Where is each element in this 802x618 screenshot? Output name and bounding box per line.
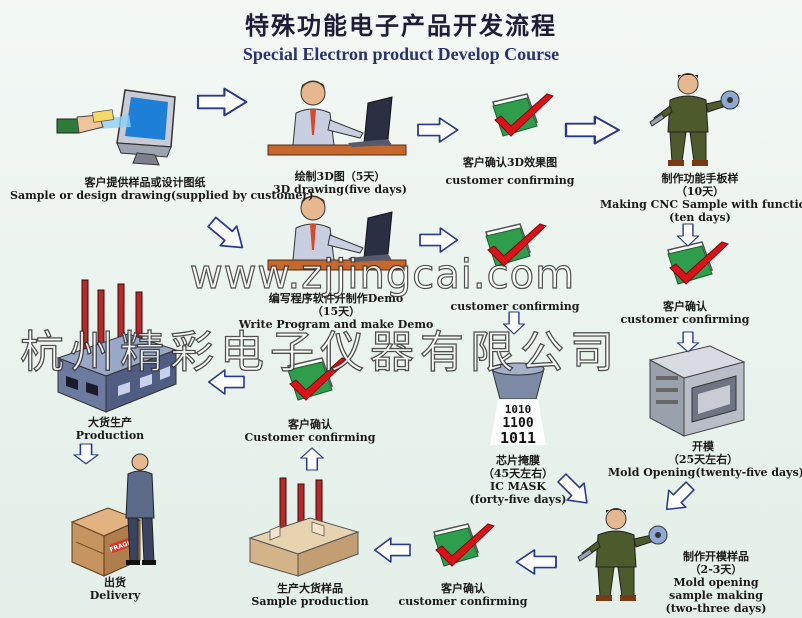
step-sample-production-en: Sample production: [251, 595, 369, 608]
checkmark-icon: [485, 223, 547, 267]
step-confirm-demo-label: customer confirming: [440, 300, 590, 313]
arrow-left-icon: [515, 549, 557, 575]
mechanic-icon: [649, 73, 740, 166]
step-mold-opening-days: （25天左右）: [667, 453, 739, 466]
step-cnc-sample-en: Making CNC Sample with function: [600, 198, 802, 211]
title-en: Special Electron product Develop Course: [242, 44, 560, 64]
step-mold-sample-en3: (two-three days): [665, 602, 767, 615]
small-factory-icon: [248, 477, 360, 577]
step-sample-production-label: 生产大货样品 Sample production: [240, 582, 380, 608]
checkmark-icon: [667, 241, 729, 285]
arrow-right-icon: [196, 87, 248, 117]
arrow-right-icon: [417, 117, 459, 143]
step-production-label: 大货生产 Production: [60, 416, 160, 442]
step-confirm-mold-cn: 客户确认: [288, 418, 332, 431]
step-cnc-sample-en2: (ten days): [669, 211, 731, 224]
step-demo-en: Write Program and make Demo: [238, 318, 434, 331]
arrow-down-left-icon: [657, 476, 700, 519]
step-mold-opening-en: Mold Opening(twenty-five days): [608, 466, 802, 479]
step-mold-opening-label: 开模 （25天左右） Mold Opening(twenty-five days…: [608, 440, 802, 479]
step-confirm-mold-en: Customer confirming: [244, 431, 376, 444]
checkmark-icon: [287, 357, 349, 401]
step-ic-mask-days: （45天左右）: [482, 467, 554, 480]
ic-binary-line-3: 1011: [500, 429, 536, 447]
step-3d-drawing-cn: 绘制3D图（5天）: [294, 170, 386, 183]
monitor-hand-icon: [56, 89, 176, 166]
step-supply-sample-cn: 客户提供样品或设计图纸: [84, 176, 206, 189]
step-supply-sample-en: Sample or design drawing(supplied by cus…: [10, 189, 314, 202]
step-delivery-label: 出货 Delivery: [70, 576, 160, 602]
large-factory-icon: [56, 279, 178, 413]
arrow-up-icon: [300, 447, 324, 471]
watermark-company: 杭州精彩电子仪器有限公司: [19, 326, 620, 378]
step-ic-mask-en2: (forty-five days): [469, 493, 567, 506]
step-mold-sample-days: （2-3天）: [689, 563, 743, 576]
step-mold-sample-label: 制作开模样品 （2-3天） Mold opening sample making…: [656, 550, 776, 615]
step-confirm-3d-en: customer confirming: [445, 174, 575, 187]
step-cnc-sample-label: 制作功能手板样 （10天） Making CNC Sample with fun…: [600, 172, 802, 224]
step-mold-opening-cn: 开模: [692, 440, 714, 453]
step-confirm-cnc-label: 客户确认 customer confirming: [610, 300, 760, 326]
step-confirm-sample-en: customer confirming: [398, 595, 528, 608]
mechanic-icon: [577, 508, 668, 601]
step-3d-drawing-label: 绘制3D图（5天） 3D drawing(five days): [260, 170, 420, 196]
step-production-cn: 大货生产: [88, 416, 132, 429]
step-cnc-sample-cn: 制作功能手板样: [661, 172, 739, 185]
title-cn: 特殊功能电子产品开发流程: [245, 11, 557, 40]
checkmark-icon: [433, 523, 495, 567]
ic-binary-line-2: 1100: [502, 416, 533, 431]
watermark-url: www.zjjingcai.com: [189, 251, 576, 298]
step-mold-sample-en2: sample making: [669, 589, 763, 602]
arrow-left-icon: [373, 537, 411, 563]
step-confirm-mold-label: 客户确认 Customer confirming: [240, 418, 380, 444]
designer-at-desk-icon: [267, 80, 407, 156]
arrow-down-icon: [676, 223, 700, 247]
programmer-at-desk-icon: [267, 195, 407, 271]
step-supply-sample-label: 客户提供样品或设计图纸 Sample or design drawing(sup…: [10, 176, 314, 202]
arrow-down-right-icon: [202, 211, 252, 259]
step-delivery-cn: 出货: [104, 576, 126, 589]
step-confirm-sample-cn: 客户确认: [441, 582, 485, 595]
ic-binary-line-1: 1010: [505, 403, 532, 416]
step-confirm-sample-label: 客户确认 customer confirming: [388, 582, 538, 608]
checkmark-icon: [492, 93, 554, 137]
step-confirm-3d-cn: 客户确认3D效果图: [462, 156, 558, 169]
arrow-right-icon: [564, 115, 620, 145]
step-cnc-sample-days: （10天）: [675, 185, 725, 198]
step-confirm-cnc-cn: 客户确认: [663, 300, 707, 313]
step-demo-label: 编写程序软件开制作Demo （15天） Write Program and ma…: [236, 292, 436, 331]
step-mold-sample-cn: 制作开模样品: [683, 550, 749, 563]
step-production-en: Production: [75, 429, 145, 442]
step-confirm-demo-en: customer confirming: [450, 300, 580, 313]
arrow-right-icon: [419, 227, 459, 253]
step-ic-mask-en: IC MASK: [490, 480, 546, 493]
step-ic-mask-label: 芯片掩膜 （45天左右） IC MASK (forty-five days): [458, 454, 578, 506]
arrow-down-icon: [73, 443, 99, 465]
step-mold-sample-en: Mold opening: [673, 576, 759, 589]
step-confirm-3d-label: 客户确认3D效果图 customer confirming: [430, 156, 590, 187]
ic-chip-icon: 1010 1100 1011: [490, 362, 546, 447]
mold-machine-icon: [648, 345, 746, 437]
step-demo-days: （15天）: [311, 305, 361, 318]
step-confirm-cnc-en: customer confirming: [620, 313, 750, 326]
step-ic-mask-cn: 芯片掩膜: [496, 454, 540, 467]
step-sample-production-cn: 生产大货样品: [277, 582, 343, 595]
step-delivery-en: Delivery: [89, 589, 141, 602]
step-3d-drawing-en: 3D drawing(five days): [272, 183, 407, 196]
delivery-boxes-icon: FRAGILE: [70, 453, 156, 577]
step-demo-cn: 编写程序软件开制作Demo: [268, 292, 404, 305]
arrow-down-icon: [676, 331, 700, 353]
